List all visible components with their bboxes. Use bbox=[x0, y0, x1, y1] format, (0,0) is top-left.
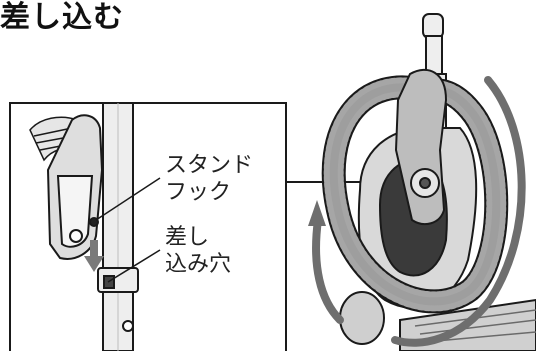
inset-hook-handle bbox=[46, 114, 104, 260]
insert-hole-label-line2: 込み穴 bbox=[165, 252, 232, 277]
wrap-arrow-heads bbox=[308, 200, 326, 226]
page-heading: 差し込む bbox=[0, 0, 124, 35]
inset-wand-pipe bbox=[97, 102, 139, 351]
insert-down-arrow bbox=[84, 240, 104, 272]
stand-hook-label: スタンド フック bbox=[165, 152, 253, 206]
insert-hole-label-line1: 差し bbox=[165, 225, 210, 250]
wrap-direction-arrows bbox=[312, 76, 526, 347]
stand-hook-leader bbox=[95, 177, 161, 221]
vacuum-hose-coil bbox=[321, 75, 509, 314]
vacuum-handle bbox=[394, 69, 448, 226]
insert-hole-leader bbox=[107, 249, 161, 283]
detail-inset-frame bbox=[9, 102, 287, 351]
insert-hole-label: 差し 込み穴 bbox=[165, 224, 231, 278]
stand-hook-label-line1: スタンド bbox=[165, 153, 254, 178]
stand-hook-label-line2: フック bbox=[165, 180, 232, 205]
